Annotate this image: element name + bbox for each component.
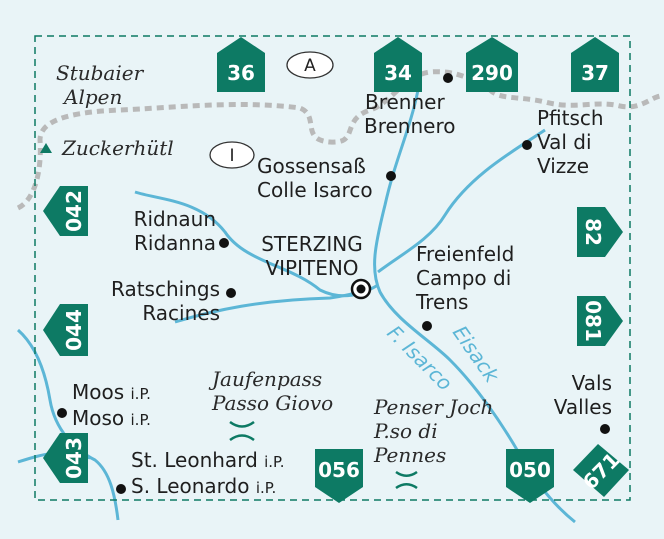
settlement-dot-freienfeld [422, 321, 432, 331]
pass-label-jaufenpass[interactable]: Jaufenpass Passo Giovo [212, 367, 334, 415]
place-label-freienfeld[interactable]: Freienfeld Campo di Trens [416, 242, 515, 314]
sheet-boundary [34, 35, 631, 501]
badge-042[interactable]: 042 [43, 186, 88, 236]
svg-text:34: 34 [384, 61, 412, 85]
svg-text:36: 36 [227, 61, 255, 85]
settlement-dot-brenner [443, 73, 453, 83]
border-line-austria-italy [16, 69, 661, 211]
place-label-sterzing[interactable]: STERZING VIPITENO [261, 232, 363, 280]
badge-82[interactable]: 82 [577, 207, 623, 257]
place-label-ratschings[interactable]: Ratschings Racines [111, 277, 220, 325]
badge-290[interactable]: 290 [466, 37, 518, 92]
svg-text:290: 290 [471, 61, 513, 85]
pass-label-penser-joch[interactable]: Penser Joch P.so di Pennes [374, 395, 494, 467]
peak-label-zuckerhuetl: Zuckerhütl [62, 136, 174, 160]
badge-37[interactable]: 37 [571, 37, 619, 92]
badge-043[interactable]: 043 [43, 433, 88, 483]
badge-34[interactable]: 34 [374, 37, 422, 92]
settlement-dot-ratschings [226, 288, 236, 298]
badge-671[interactable]: 671 [573, 444, 629, 497]
svg-text:042: 042 [62, 190, 86, 232]
peak-triangle-icon [40, 143, 52, 153]
place-label-ridnaun[interactable]: Ridnaun Ridanna [133, 207, 216, 255]
place-label-moos[interactable]: Moos i.P. Moso i.P. [72, 380, 151, 430]
place-label-vals[interactable]: Vals Valles [553, 371, 612, 419]
place-label-gossensass[interactable]: Gossensaß Colle Isarco [257, 154, 373, 202]
settlement-dot-moos [57, 408, 67, 418]
settlement-dot-vals [600, 424, 610, 434]
svg-text:671: 671 [578, 448, 624, 494]
badge-36[interactable]: 36 [217, 37, 265, 92]
place-label-pfitsch[interactable]: Pfitsch Val di Vizze [537, 106, 604, 178]
svg-text:A: A [304, 56, 316, 76]
river-pfitsch [377, 128, 546, 274]
settlement-dot-gossensass [386, 171, 396, 181]
svg-text:081: 081 [581, 300, 605, 342]
badge-050[interactable]: 050 [506, 449, 554, 503]
settlement-dot-st-leonhard [116, 484, 126, 494]
place-label-st-leonhard[interactable]: St. Leonhard i.P. S. Leonardo i.P. [131, 448, 285, 498]
svg-text:050: 050 [509, 458, 551, 482]
settlement-dot-pfitsch [522, 140, 532, 150]
svg-text:043: 043 [62, 437, 86, 479]
pass-icon-jaufenpass [229, 420, 255, 442]
badge-056[interactable]: 056 [315, 449, 363, 503]
country-marker-italy: I [209, 141, 255, 169]
country-marker-austria: A [286, 51, 334, 79]
svg-text:82: 82 [581, 218, 605, 246]
svg-text:37: 37 [581, 61, 609, 85]
town-marker-sterzing [350, 278, 372, 300]
pass-icon-penser-joch [395, 470, 418, 490]
badge-081[interactable]: 081 [577, 296, 623, 346]
svg-text:044: 044 [62, 309, 86, 351]
svg-text:I: I [229, 146, 234, 166]
place-label-brenner[interactable]: Brenner Brennero [364, 90, 456, 138]
badge-044[interactable]: 044 [43, 304, 88, 356]
region-label-stubaier-alpen: Stubaier Alpen [56, 61, 144, 109]
svg-text:056: 056 [318, 458, 360, 482]
settlement-dot-ridnaun [219, 238, 229, 248]
